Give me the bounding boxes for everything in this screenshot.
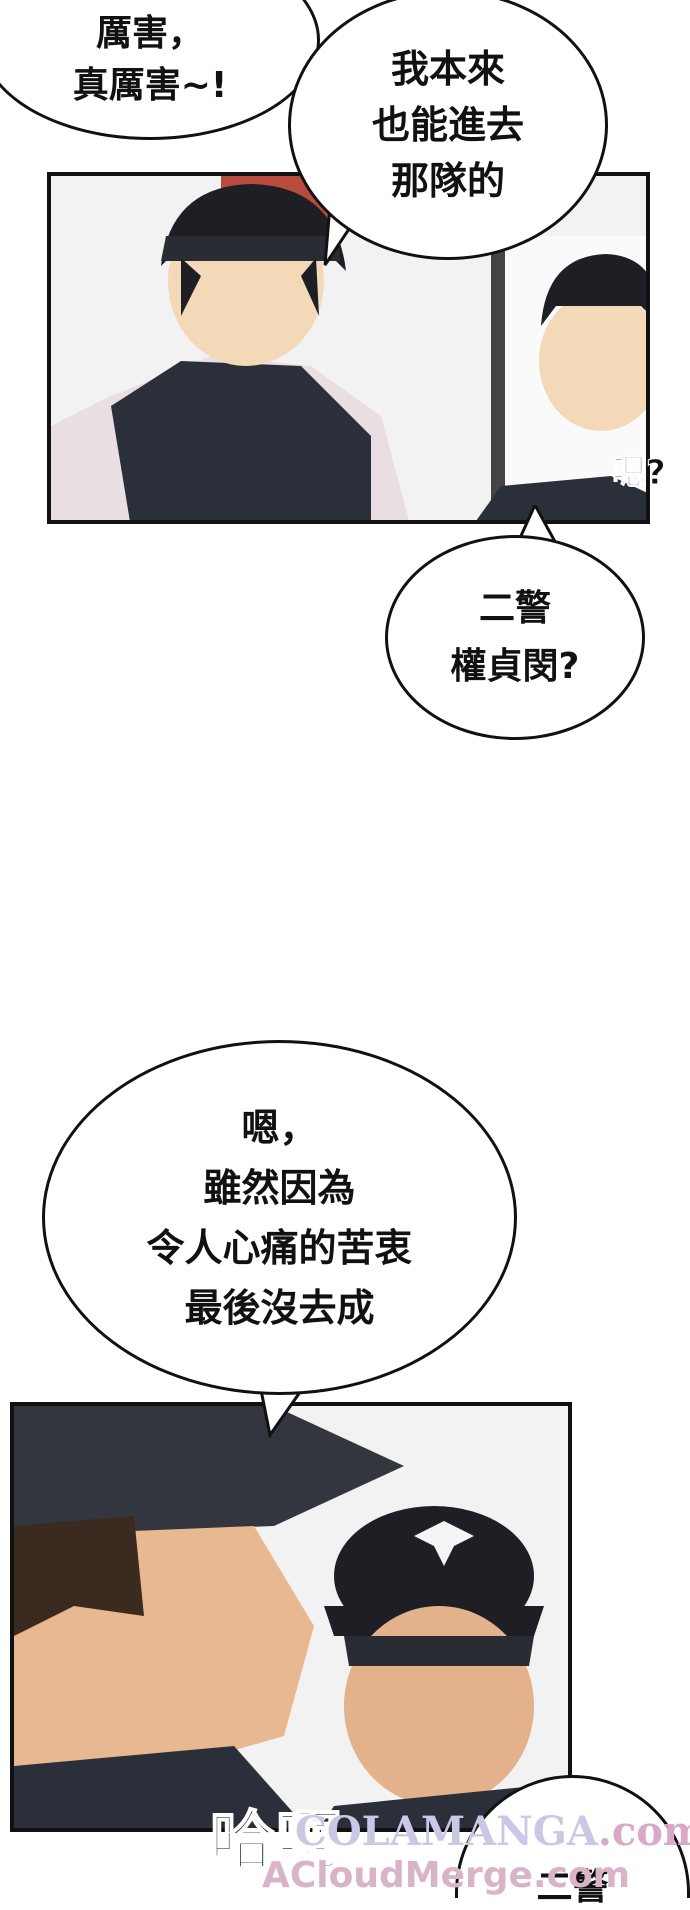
bubble-4-line-2: 雖然因為 xyxy=(203,1165,356,1210)
sfx-haa: 哈啊 xyxy=(209,1804,342,1880)
speech-bubble-1: 厲害， 真厲害~! xyxy=(0,0,320,140)
bubble-2-line-1: 我本來 xyxy=(390,47,505,91)
watermark-line-2: ACloudMerge.com xyxy=(262,1855,631,1896)
panel-1 xyxy=(47,172,650,524)
bubble-4-line-1: 嗯， xyxy=(241,1105,318,1150)
speech-bubble-2: 我本來 也能進去 那隊的 xyxy=(288,0,608,260)
bubble-2-line-2: 也能進去 xyxy=(371,103,524,147)
bubble-2-line-3: 那隊的 xyxy=(390,159,505,203)
panel-1-art xyxy=(51,176,646,520)
panel-2-art xyxy=(14,1406,568,1828)
speech-bubble-3: 二警 權貞閔? xyxy=(385,535,645,740)
panel-2 xyxy=(10,1402,572,1832)
watermark-colamanga: COLAMANGA xyxy=(295,1808,598,1855)
watermark-line-1: COLAMANGA.com xyxy=(295,1808,690,1855)
bubble-3-line-1: 二警 xyxy=(478,587,551,629)
sfx-hm: 嗯? xyxy=(612,453,667,494)
bubble-1-line-2: 真厲害~! xyxy=(72,65,228,106)
watermark-colamanga-suffix: .com xyxy=(597,1808,690,1855)
speech-bubble-4: 嗯， 雖然因為 令人心痛的苦衷 最後沒去成 xyxy=(42,1040,517,1395)
bubble-4-line-4: 最後沒去成 xyxy=(184,1285,375,1330)
bubble-1-line-1: 厲害， xyxy=(95,13,204,54)
bubble-4-line-3: 令人心痛的苦衷 xyxy=(146,1225,413,1270)
bubble-3-line-2: 權貞閔? xyxy=(450,645,580,687)
